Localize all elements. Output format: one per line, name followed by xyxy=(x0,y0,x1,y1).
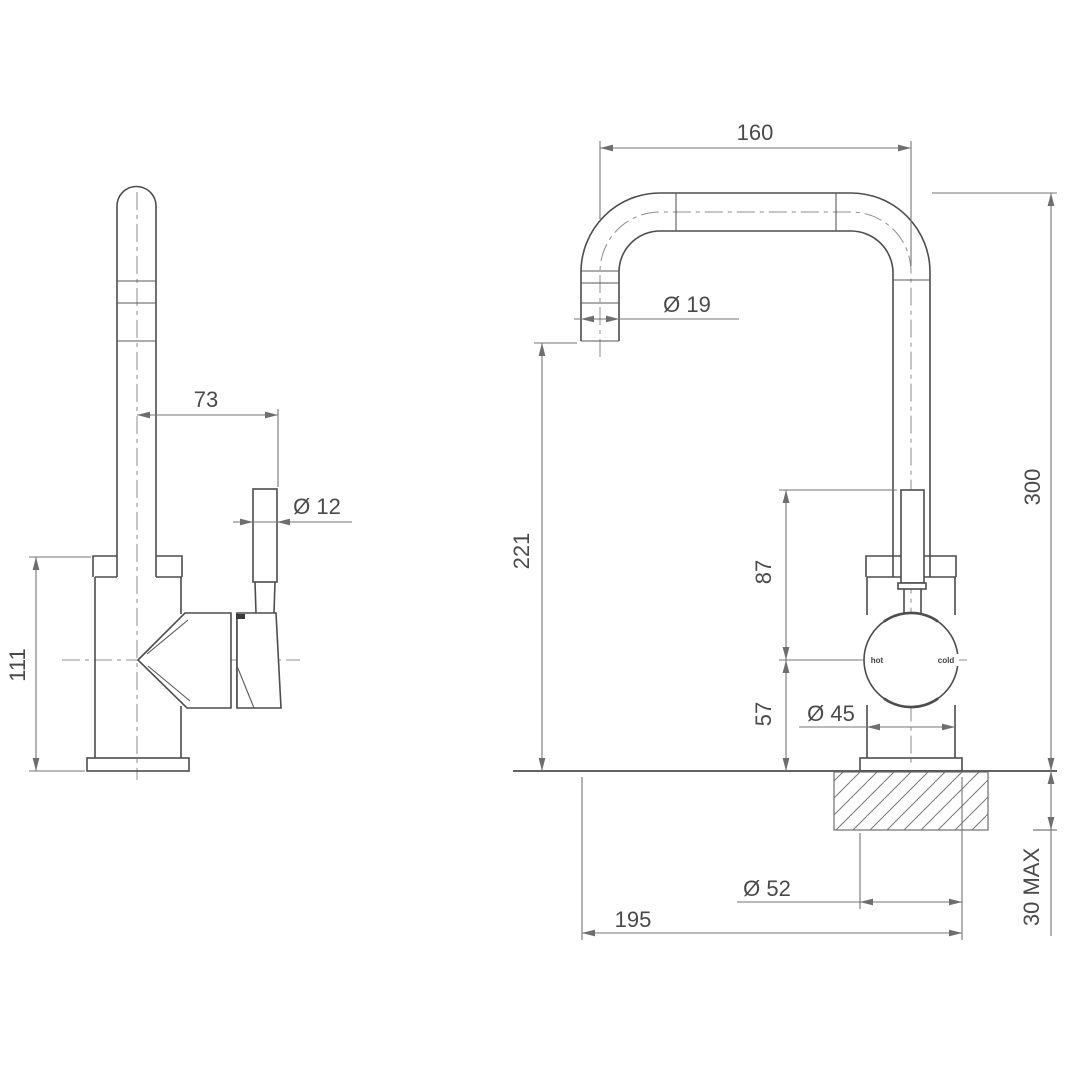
dim-label-outlet-height: 221 xyxy=(509,533,534,570)
front-tube-centerline xyxy=(599,211,912,766)
counter-hatch-section xyxy=(833,771,989,831)
dim-label-handle-offset: 73 xyxy=(194,387,218,412)
side-spout-pipe xyxy=(116,185,157,577)
side-handle-hub xyxy=(236,612,282,709)
dimension-lever-dia: Ø 12 xyxy=(233,494,352,526)
dimension-body-height: 111 xyxy=(5,556,91,772)
dim-label-spout-tube-dia: Ø 19 xyxy=(663,292,711,317)
dim-label-body-dia: Ø 45 xyxy=(807,701,855,726)
dimension-flange-dia: Ø 52 xyxy=(737,777,963,940)
dimension-overall-reach: 195 xyxy=(581,777,962,940)
front-handle-ball-shade-bottom xyxy=(883,697,939,709)
dimension-handle-center-to-base: 57 xyxy=(751,660,790,771)
dimension-body-dia: Ø 45 xyxy=(799,701,955,731)
side-body-cap xyxy=(92,555,183,578)
dimension-spout-width: 160 xyxy=(599,120,912,266)
dimension-deck-thickness: 30 MAX xyxy=(1019,771,1055,936)
dimension-stem-to-handle-center: 87 xyxy=(751,489,897,661)
dimension-handle-offset: 73 xyxy=(137,387,279,487)
front-handle-ball-shade-top xyxy=(883,611,939,623)
front-handle-stem-collar xyxy=(897,582,927,590)
cold-label: cold xyxy=(938,656,955,665)
dim-label-overall-reach: 195 xyxy=(615,907,652,932)
dim-label-body-height: 111 xyxy=(5,648,30,681)
side-base-flange xyxy=(86,757,190,772)
dim-label-spout-width: 160 xyxy=(737,120,774,145)
dim-label-flange-dia: Ø 52 xyxy=(743,876,791,901)
front-handle-stem xyxy=(900,489,925,584)
front-spout-joint-lines xyxy=(581,193,930,342)
front-view: hot cold 160 Ø 19 221 300 xyxy=(509,120,1057,940)
dimension-outlet-height: 221 xyxy=(509,342,577,771)
front-spout-outer xyxy=(580,192,931,577)
side-handle-lever xyxy=(252,488,278,583)
dimension-spout-tube-dia: Ø 19 xyxy=(574,292,739,323)
side-handle-indicator xyxy=(236,614,245,619)
hot-label-bg xyxy=(866,654,888,666)
front-handle-stem-neck xyxy=(903,589,922,613)
cold-label-bg xyxy=(934,654,959,666)
dim-label-handle-center-to-base: 57 xyxy=(751,702,776,726)
side-handle-lever-neck xyxy=(254,581,276,614)
dim-label-deck-thickness: 30 MAX xyxy=(1019,848,1044,927)
front-body-cap xyxy=(865,555,957,578)
side-body xyxy=(94,577,182,758)
front-body xyxy=(866,577,956,758)
dimension-overall-height: 300 xyxy=(932,192,1057,771)
dim-label-lever-dia: Ø 12 xyxy=(293,494,341,519)
side-view: 73 Ø 12 111 xyxy=(5,185,352,780)
front-spout-inner xyxy=(618,230,894,577)
side-handle-hub-edge xyxy=(236,665,255,709)
side-valve-cone xyxy=(136,612,232,709)
dim-label-stem-to-handle-center: 87 xyxy=(751,560,776,584)
dim-label-overall-height: 300 xyxy=(1020,469,1045,506)
hot-label: hot xyxy=(871,656,884,665)
side-valve-cone-detail xyxy=(146,619,191,702)
side-spout-joint-lines xyxy=(117,280,156,342)
